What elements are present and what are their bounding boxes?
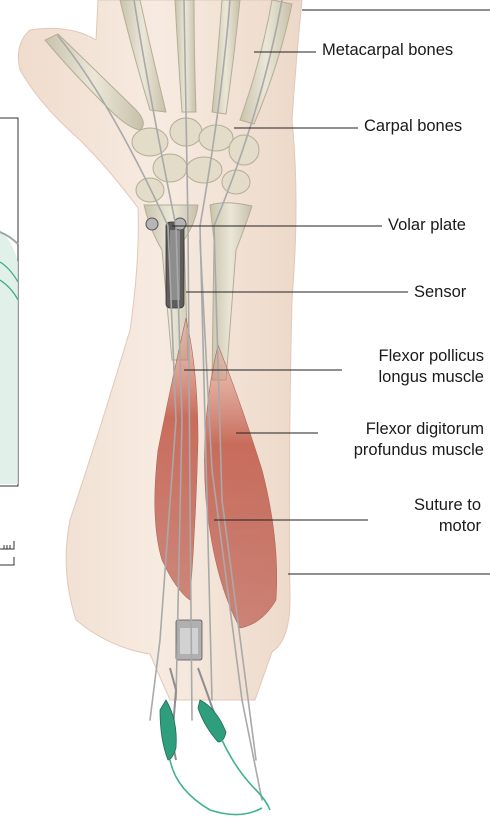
label-sensor: Sensor — [414, 282, 466, 303]
label-metacarpal-bones: Metacarpal bones — [322, 40, 453, 61]
label-carpal-bones: Carpal bones — [364, 116, 462, 137]
label-fdp-line2: profundus muscle — [354, 440, 484, 461]
label-suture-to-motor: Suture to motor — [414, 495, 481, 537]
label-suture-line1: Suture to — [414, 495, 481, 516]
scale-marker — [0, 541, 14, 565]
label-fpl-line1: Flexor pollicus — [379, 346, 484, 367]
label-suture-line2: motor — [414, 516, 481, 537]
label-volar-plate: Volar plate — [388, 215, 466, 236]
label-flexor-digitorum-profundus: Flexor digitorum profundus muscle — [354, 419, 484, 461]
inset-panel — [0, 118, 18, 486]
label-fpl-line2: longus muscle — [379, 367, 484, 388]
label-flexor-pollicus-longus: Flexor pollicus longus muscle — [379, 346, 484, 388]
label-fdp-line1: Flexor digitorum — [354, 419, 484, 440]
